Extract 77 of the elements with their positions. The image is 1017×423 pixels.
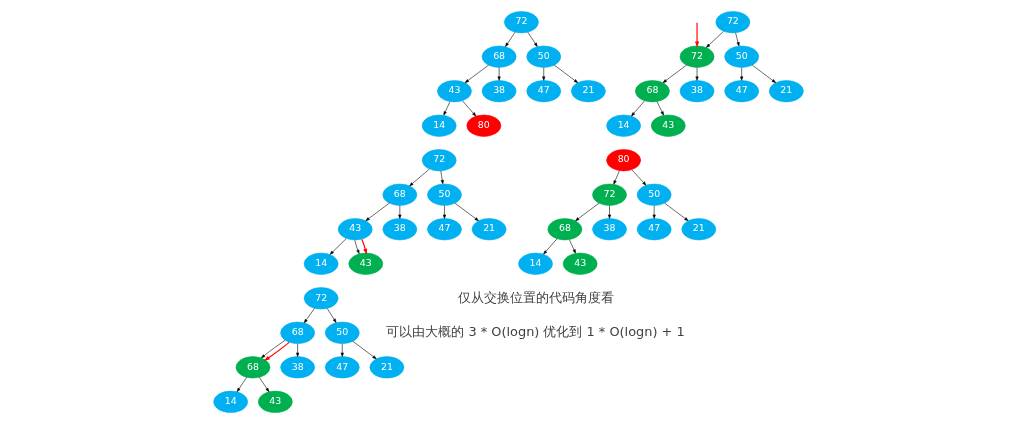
arrow bbox=[326, 307, 337, 323]
node-ellipse: 50 bbox=[526, 45, 562, 68]
node-ellipse: 50 bbox=[324, 321, 360, 344]
node-ellipse: 38 bbox=[382, 217, 418, 240]
arrow bbox=[354, 239, 360, 254]
node-ellipse: 68 bbox=[280, 321, 315, 344]
arrow bbox=[631, 168, 647, 185]
arrow bbox=[751, 64, 776, 83]
arrow bbox=[554, 64, 578, 83]
node-ellipse: 50 bbox=[724, 45, 759, 68]
node-ellipse: 47 bbox=[636, 217, 672, 240]
node-ellipse: 38 bbox=[679, 79, 715, 102]
node-ellipse: 72 bbox=[592, 183, 627, 206]
node-ellipse: 68 bbox=[481, 45, 517, 68]
node-ellipse: 80 bbox=[466, 114, 502, 137]
node-ellipse: 43 bbox=[348, 252, 384, 275]
arrow bbox=[443, 100, 451, 115]
label: 仅从交换位置的代码角度看 bbox=[457, 289, 614, 305]
arrow bbox=[505, 31, 516, 47]
arrow bbox=[361, 238, 368, 255]
arrow bbox=[454, 202, 479, 221]
arrow bbox=[259, 376, 270, 392]
arrow bbox=[497, 66, 501, 81]
arrow bbox=[236, 376, 247, 392]
node-ellipse: 38 bbox=[280, 355, 315, 378]
node-ellipse: 50 bbox=[427, 183, 462, 206]
node-ellipse: 14 bbox=[518, 252, 553, 275]
node-ellipse: 47 bbox=[724, 79, 759, 102]
arrow bbox=[706, 30, 724, 48]
arrow bbox=[409, 168, 430, 186]
node-ellipse: 38 bbox=[481, 79, 517, 102]
arrow bbox=[695, 66, 699, 81]
node-ellipse: 72 bbox=[303, 286, 339, 309]
arrow bbox=[631, 100, 645, 116]
node-ellipse: 47 bbox=[324, 355, 360, 378]
node-ellipse: 72 bbox=[715, 10, 751, 33]
node-ellipse: 14 bbox=[606, 114, 641, 137]
arrow bbox=[735, 32, 740, 46]
node-ellipse: 14 bbox=[213, 390, 248, 413]
arrow bbox=[296, 342, 300, 357]
arrow bbox=[608, 204, 612, 219]
node-ellipse: 72 bbox=[504, 10, 539, 33]
node-ellipse: 47 bbox=[526, 79, 562, 102]
node-ellipse: 72 bbox=[421, 148, 457, 171]
arrow bbox=[569, 239, 576, 253]
node-ellipse: 50 bbox=[636, 183, 672, 206]
arrow bbox=[662, 64, 687, 83]
arrow bbox=[613, 170, 620, 184]
arrow bbox=[329, 237, 347, 255]
node-ellipse: 43 bbox=[258, 390, 293, 413]
arrow bbox=[542, 66, 546, 81]
arrow bbox=[263, 341, 290, 361]
node-ellipse: 14 bbox=[421, 114, 457, 137]
arrow bbox=[575, 202, 600, 221]
arrow bbox=[652, 204, 656, 219]
arrow bbox=[740, 66, 744, 81]
arrow bbox=[303, 307, 315, 323]
arrow bbox=[440, 170, 444, 184]
arrow bbox=[543, 238, 558, 254]
arrow bbox=[398, 204, 402, 219]
node-ellipse: 47 bbox=[427, 217, 462, 240]
node-ellipse: 38 bbox=[592, 217, 627, 240]
label: 可以由大概的 3 * O(logn) 优化到 1 * O(logn) + 1 bbox=[386, 323, 685, 339]
arrow bbox=[442, 204, 446, 219]
node-ellipse: 80 bbox=[606, 148, 641, 171]
arrow bbox=[464, 64, 489, 83]
arrow bbox=[656, 100, 664, 116]
node-ellipse: 43 bbox=[650, 114, 686, 137]
arrow bbox=[527, 31, 538, 47]
arrow bbox=[352, 340, 377, 359]
arrow bbox=[340, 342, 344, 357]
arrow bbox=[462, 100, 477, 116]
arrow bbox=[261, 339, 286, 358]
arrow bbox=[695, 21, 700, 47]
arrow bbox=[664, 202, 689, 221]
node-ellipse: 43 bbox=[562, 252, 598, 275]
arrow bbox=[365, 202, 390, 221]
